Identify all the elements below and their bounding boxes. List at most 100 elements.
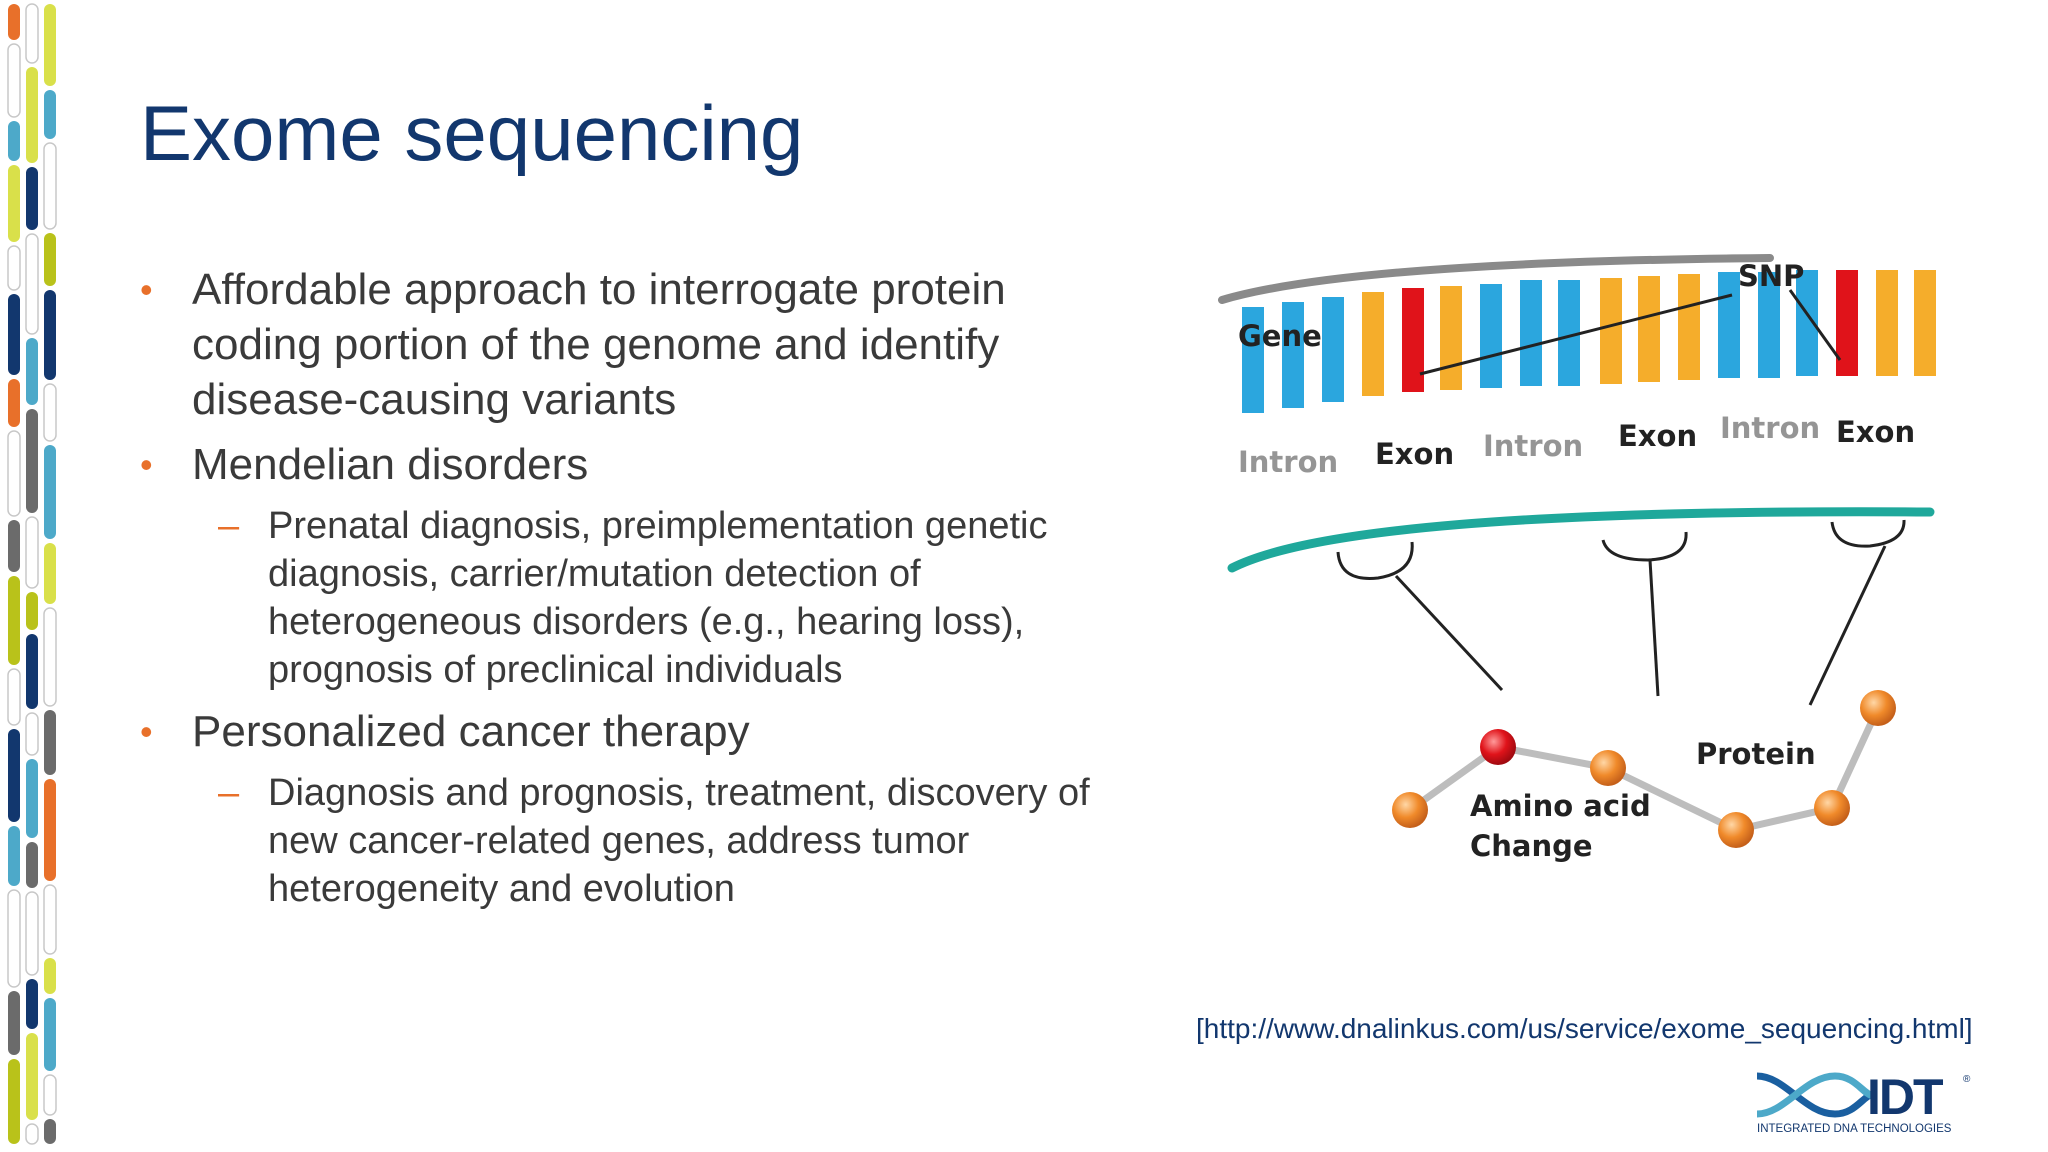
mutant-amino-acid-bead	[1480, 729, 1516, 765]
segment-label: Exon	[1836, 415, 1915, 449]
intron-bar	[1718, 272, 1740, 378]
exon-bar	[1638, 276, 1660, 382]
decorative-stripe-segment	[8, 294, 20, 375]
snp-bar	[1836, 270, 1858, 376]
exon-bar	[1678, 274, 1700, 380]
idt-logo: IDT ® INTEGRATED DNA TECHNOLOGIES	[1756, 1069, 1971, 1135]
citation: [http://www.dnalinkus.com/us/service/exo…	[1196, 1013, 1973, 1044]
bullet-marker: •	[140, 444, 153, 485]
decorative-stripe-segment	[8, 121, 20, 161]
exon-bar	[1362, 292, 1384, 396]
exon-bar	[1876, 270, 1898, 376]
bullet-list: • Affordable approach to interrogate pro…	[140, 262, 1090, 923]
intron-bar	[1758, 272, 1780, 378]
logo-registered-mark: ®	[1963, 1074, 1971, 1085]
helix-icon	[1756, 1072, 1875, 1118]
bullet-marker: •	[140, 269, 153, 310]
decorative-stripe-segment	[44, 290, 56, 380]
slide-title: Exome sequencing	[140, 89, 804, 177]
decorative-stripe-segment	[26, 1033, 38, 1120]
decorative-stripe-segment	[7, 43, 21, 118]
decorative-stripe-segment	[44, 543, 56, 604]
decorative-stripe-segment	[43, 607, 57, 707]
amino-acid-bead	[1860, 690, 1896, 726]
decorative-stripe-segment	[26, 759, 38, 838]
segment-label: Exon	[1618, 419, 1697, 453]
decorative-stripe-segment	[43, 884, 57, 955]
snp-pointer-line	[1419, 293, 1733, 376]
decorative-stripe-segment	[25, 516, 39, 589]
connector-line	[1648, 559, 1660, 697]
helix-icon	[1756, 1072, 1875, 1118]
decorative-stripe-segment	[7, 430, 21, 517]
snp-bar	[1402, 288, 1424, 392]
intron-bar	[1242, 307, 1264, 413]
sub-bullet-marker: –	[218, 772, 240, 814]
exon-bar	[1914, 270, 1936, 376]
decorative-stripe-segment	[25, 233, 39, 335]
decorative-stripe-segment	[26, 842, 38, 888]
decorative-stripe-segment	[25, 1123, 39, 1145]
intron-bar	[1520, 280, 1542, 386]
decorative-stripe-segment	[26, 338, 38, 405]
decorative-stripe-segment	[25, 712, 39, 756]
sub-bullet-marker: –	[218, 505, 240, 547]
bracket	[1336, 541, 1414, 580]
decorative-stripe-segment	[26, 167, 38, 230]
connector-line	[1394, 574, 1504, 692]
decorative-stripe-segment	[44, 233, 56, 286]
decorative-stripe-segment	[44, 958, 56, 994]
decorative-stripe-segment	[44, 4, 56, 86]
decorative-stripe-segment	[7, 889, 21, 988]
logo-tagline: INTEGRATED DNA TECHNOLOGIES	[1757, 1123, 1952, 1135]
logo-wordmark: IDT	[1867, 1069, 1943, 1125]
bullet-item: • Personalized cancer therapy	[140, 704, 1090, 759]
decorative-stripe-segment	[26, 67, 38, 163]
decorative-stripe-segment	[8, 729, 20, 822]
snp-pointer-line	[1788, 289, 1842, 361]
decorative-stripe-segment	[44, 445, 56, 539]
gene-bars	[1242, 270, 1936, 413]
intron-bar	[1480, 284, 1502, 388]
intron-bar	[1796, 270, 1818, 376]
decorative-stripe-segment	[43, 142, 57, 230]
exon-bar	[1440, 286, 1462, 390]
bullet-item: • Mendelian disorders	[140, 437, 1090, 492]
bullet-item: • Affordable approach to interrogate pro…	[140, 262, 1090, 427]
decorative-stripe-segment	[8, 520, 20, 572]
connector-line	[1808, 545, 1887, 706]
decorative-stripe-segment	[26, 409, 38, 513]
decorative-stripe-segment	[8, 991, 20, 1055]
decorative-stripe-segment	[44, 1119, 56, 1144]
decorative-stripe-segment	[8, 4, 20, 40]
amino-acid-bead	[1718, 812, 1754, 848]
segment-label: Intron	[1720, 411, 1820, 445]
amino-acid-label: Amino acid	[1470, 789, 1651, 823]
decorative-stripe-segment	[44, 90, 56, 139]
protein-chain	[1407, 706, 1882, 834]
sub-bullet-item: – Diagnosis and prognosis, treatment, di…	[140, 769, 1090, 913]
amino-acid-label: Change	[1470, 829, 1593, 863]
sub-bullet-item: – Prenatal diagnosis, preimplementation …	[140, 502, 1090, 694]
decorative-stripe-segment	[8, 576, 20, 665]
decorative-stripe-segment	[26, 634, 38, 709]
bracket	[1601, 531, 1688, 562]
decorative-stripe-segment	[44, 998, 56, 1071]
sub-bullet-text: Diagnosis and prognosis, treatment, disc…	[268, 772, 1090, 910]
decorative-stripe-segment	[8, 826, 20, 886]
decorative-stripe-segment	[25, 3, 39, 64]
decorative-stripe-segment	[43, 1074, 57, 1116]
intron-bar	[1558, 280, 1580, 386]
bullet-marker: •	[140, 711, 153, 752]
bullet-text: Personalized cancer therapy	[192, 707, 750, 756]
exon-bar	[1600, 278, 1622, 384]
decorative-stripe-segment	[26, 592, 38, 630]
decorative-stripe-segment	[8, 1059, 20, 1144]
intron-bar	[1322, 297, 1344, 402]
amino-acid-bead	[1392, 792, 1428, 828]
decorative-stripe-segment	[25, 891, 39, 976]
bullet-text: Affordable approach to interrogate prote…	[192, 265, 1006, 424]
segment-label: Intron	[1483, 429, 1583, 463]
decorative-stripe-segment	[7, 668, 21, 726]
gene-strand-bottom	[1227, 507, 1935, 573]
